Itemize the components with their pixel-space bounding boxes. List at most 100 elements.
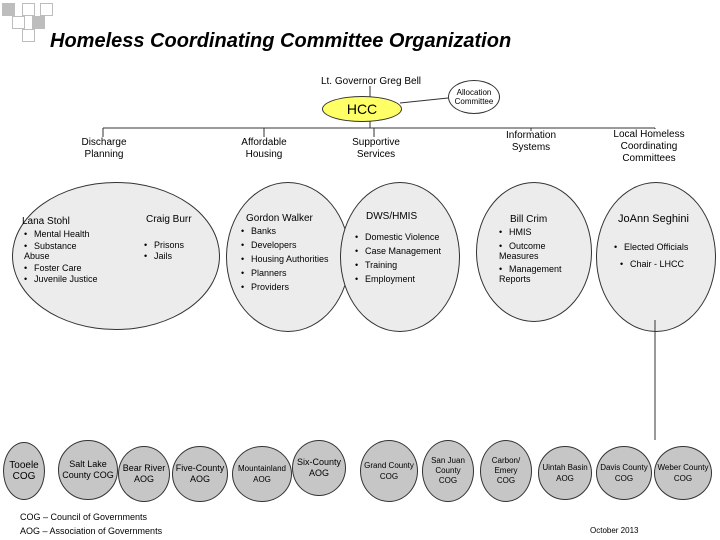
aog-line: AOG	[133, 474, 154, 484]
list-item: •Prisons	[144, 240, 185, 250]
decor-square	[22, 29, 35, 42]
list-item: •Management Reports	[499, 264, 562, 284]
legend-aog: AOG – Association of Governments	[20, 526, 163, 536]
group-oval-housing	[226, 182, 350, 332]
category-line: Committees	[622, 153, 676, 164]
list-item: •Chair - LHCC	[620, 259, 685, 269]
list-item-text: HMIS	[509, 227, 532, 237]
aog-line: Carbon/	[491, 456, 521, 465]
aog-line: Mountainland	[237, 464, 287, 473]
group-oval-info	[476, 182, 592, 322]
list-item-text: Planners	[251, 268, 287, 278]
aog-line: Salt Lake	[69, 459, 107, 469]
category-info: Information Systems	[489, 130, 573, 154]
list-item-text: Outcome Measures	[499, 241, 546, 261]
list-item: •Substance Abuse	[24, 241, 77, 261]
category-services: Supportive Services	[334, 137, 418, 161]
list-item-text: Substance Abuse	[24, 241, 77, 261]
aog-line: COG	[438, 476, 458, 485]
decor-square	[12, 16, 25, 29]
aog-line: COG	[614, 474, 634, 483]
list-item-text: Jails	[154, 251, 173, 261]
list-item-text: Prisons	[154, 240, 185, 250]
group-oval-discharge	[12, 182, 220, 330]
allocation-committee-oval: Allocation Committee	[448, 80, 500, 114]
list-item: •Housing Authorities	[241, 254, 329, 264]
group-lead: Craig Burr	[146, 214, 192, 225]
governor-label: Lt. Governor Greg Bell	[320, 76, 422, 87]
list-item: •Elected Officials	[614, 242, 689, 252]
decor-square	[32, 16, 45, 29]
aog-line: COG	[12, 471, 36, 482]
list-item: •Jails	[144, 251, 173, 261]
aog-line: Tooele	[9, 460, 39, 471]
aog-line: San Juan	[431, 456, 465, 465]
aog-line: Bear River	[122, 463, 166, 473]
group-lead: Bill Crim	[510, 214, 548, 225]
aog-line: Grand County	[364, 461, 414, 470]
hcc-oval: HCC	[322, 96, 402, 122]
group-oval-services	[340, 182, 460, 332]
decor-square	[2, 3, 15, 16]
list-item: •Employment	[355, 274, 416, 284]
list-item-text: Mental Health	[34, 229, 90, 239]
aog-line: County	[435, 466, 461, 475]
list-item-text: Management Reports	[499, 264, 562, 284]
list-item-text: Employment	[365, 274, 416, 284]
list-item: •Case Management	[355, 246, 442, 256]
list-item-text: Housing Authorities	[251, 254, 329, 264]
group-lead: DWS/HMIS	[366, 211, 418, 222]
list-item: •Foster Care	[24, 263, 82, 273]
list-item-text: Domestic Violence	[365, 232, 440, 242]
list-item: •Developers	[241, 240, 297, 250]
list-item: •Providers	[241, 282, 290, 292]
list-item-text: Banks	[251, 226, 277, 236]
aog-line: COG	[379, 472, 399, 481]
list-item: •Planners	[241, 268, 287, 278]
legend-cog: COG – Council of Governments	[20, 512, 148, 522]
list-item-text: Elected Officials	[624, 242, 689, 252]
allocation-line2: Committee	[454, 97, 494, 106]
category-local: Local Homeless Coordinating Committees	[604, 129, 694, 165]
list-item: •HMIS	[499, 227, 532, 237]
aog-line: COG	[673, 474, 693, 483]
category-line: Coordinating	[620, 141, 678, 152]
category-line: Services	[356, 149, 396, 160]
category-line: Local Homeless	[613, 129, 685, 140]
decor-square	[40, 3, 53, 16]
list-item: •Outcome Measures	[499, 241, 546, 261]
hcc-label: HCC	[346, 101, 378, 117]
page-title: Homeless Coordinating Committee Organiza…	[50, 30, 512, 52]
list-item-text: Training	[365, 260, 398, 270]
aog-line: AOG	[556, 474, 574, 483]
category-line: Discharge	[81, 137, 127, 148]
aog-line: Emery	[494, 466, 518, 475]
aog-line: Six-County	[296, 457, 341, 467]
list-item: •Juvenile Justice	[24, 274, 98, 284]
list-item-text: Chair - LHCC	[630, 259, 685, 269]
aog-line: Davis County	[600, 463, 648, 472]
group-oval-local	[596, 182, 716, 332]
list-item-text: Developers	[251, 240, 297, 250]
list-item: •Mental Health	[24, 229, 90, 239]
aog-line: Five-County	[175, 463, 225, 473]
aog-line: COG	[496, 476, 516, 485]
list-item-text: Juvenile Justice	[34, 274, 98, 284]
list-item: •Banks	[241, 226, 277, 236]
category-line: Housing	[245, 149, 283, 160]
category-line: Affordable	[241, 137, 287, 148]
list-item-text: Case Management	[365, 246, 442, 256]
decor-square	[22, 3, 35, 16]
